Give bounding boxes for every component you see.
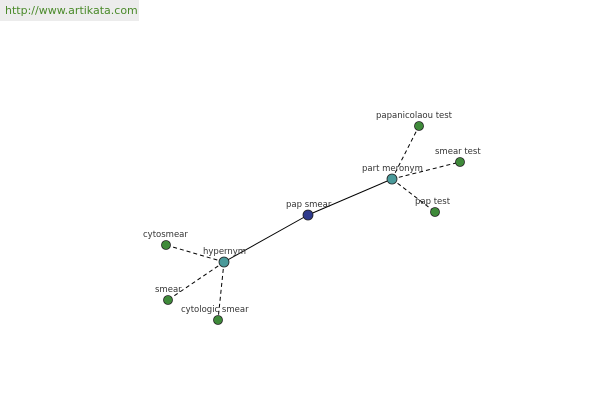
source-banner: http://www.artikata.com [0,0,139,21]
node-cytologic-smear[interactable] [213,315,223,325]
node-label-pap-test: pap test [415,197,451,207]
node-label-smear-test: smear test [435,147,481,157]
node-pap-test[interactable] [430,207,440,217]
source-link[interactable]: http://www.artikata.com [5,4,138,17]
node-hypernym[interactable] [218,256,230,268]
node-label-center: pap smear [286,200,332,210]
edge-hypernym-cytosmear [165,244,225,263]
node-label-smear: smear [155,285,182,295]
node-smear-test[interactable] [455,157,465,167]
edge-hypernym-smear [167,261,225,301]
node-smear[interactable] [163,295,173,305]
edge-hypernym-cytologic-smear [217,261,225,321]
node-cytosmear[interactable] [161,240,171,250]
node-label-hypernym: hypernym [203,247,246,257]
node-center[interactable] [302,209,314,221]
edge-center-hypernym [223,214,309,263]
edge-part-meronym-smear-test [391,161,461,180]
node-label-papanicolaou-test: papanicolaou test [376,111,453,121]
edges-layer [165,125,461,321]
node-papanicolaou-test[interactable] [414,121,424,131]
node-label-cytosmear: cytosmear [143,230,188,240]
node-label-cytologic-smear: cytologic smear [181,305,249,315]
node-label-part-meronym: part meronym [362,164,423,174]
nodes-layer [161,121,465,325]
edge-center-part-meronym [307,178,393,216]
node-part-meronym[interactable] [386,173,398,185]
edge-part-meronym-papanicolaou-test [391,125,420,180]
edge-part-meronym-pap-test [391,178,436,213]
labels-layer: pap smear hypernym part meronym cytosmear sm… [143,111,481,315]
